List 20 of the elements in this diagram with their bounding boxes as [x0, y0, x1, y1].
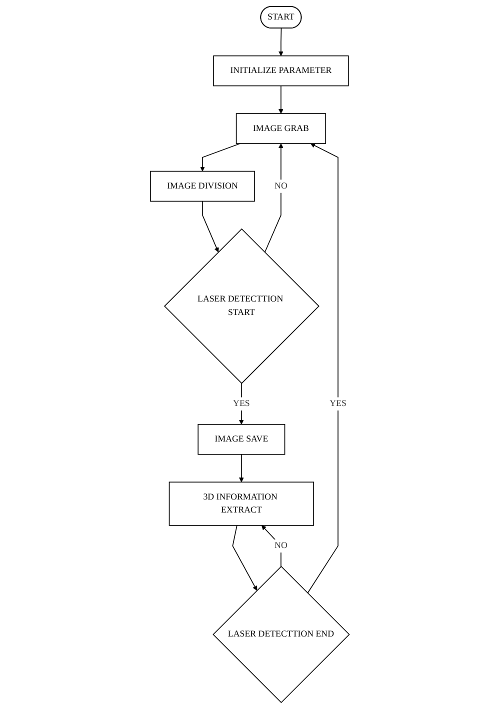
arrow — [278, 85, 284, 114]
arrow — [264, 143, 284, 253]
node-box: 3D INFORMATION EXTRACT — [168, 482, 314, 526]
edge-label: YES — [232, 398, 250, 408]
arrow — [278, 28, 284, 56]
node-box: INITIALIZE PARAMETER — [212, 55, 348, 86]
node-diamond: LASER DETECTTION START — [164, 228, 320, 384]
node-box: IMAGE GRAB — [236, 113, 326, 144]
arrow — [200, 143, 240, 172]
arrow — [261, 525, 282, 567]
node-diamond: LASER DETECTTION END — [212, 566, 350, 704]
arrow — [232, 525, 257, 591]
arrow — [202, 200, 218, 252]
node-box: IMAGE SAVE — [197, 424, 285, 455]
arrow — [306, 143, 338, 594]
edge-label: NO — [274, 181, 288, 191]
edge-label: YES — [329, 398, 346, 408]
arrow — [238, 454, 244, 482]
node-box: IMAGE DIVISION — [150, 170, 255, 202]
edge-label: NO — [274, 540, 288, 550]
